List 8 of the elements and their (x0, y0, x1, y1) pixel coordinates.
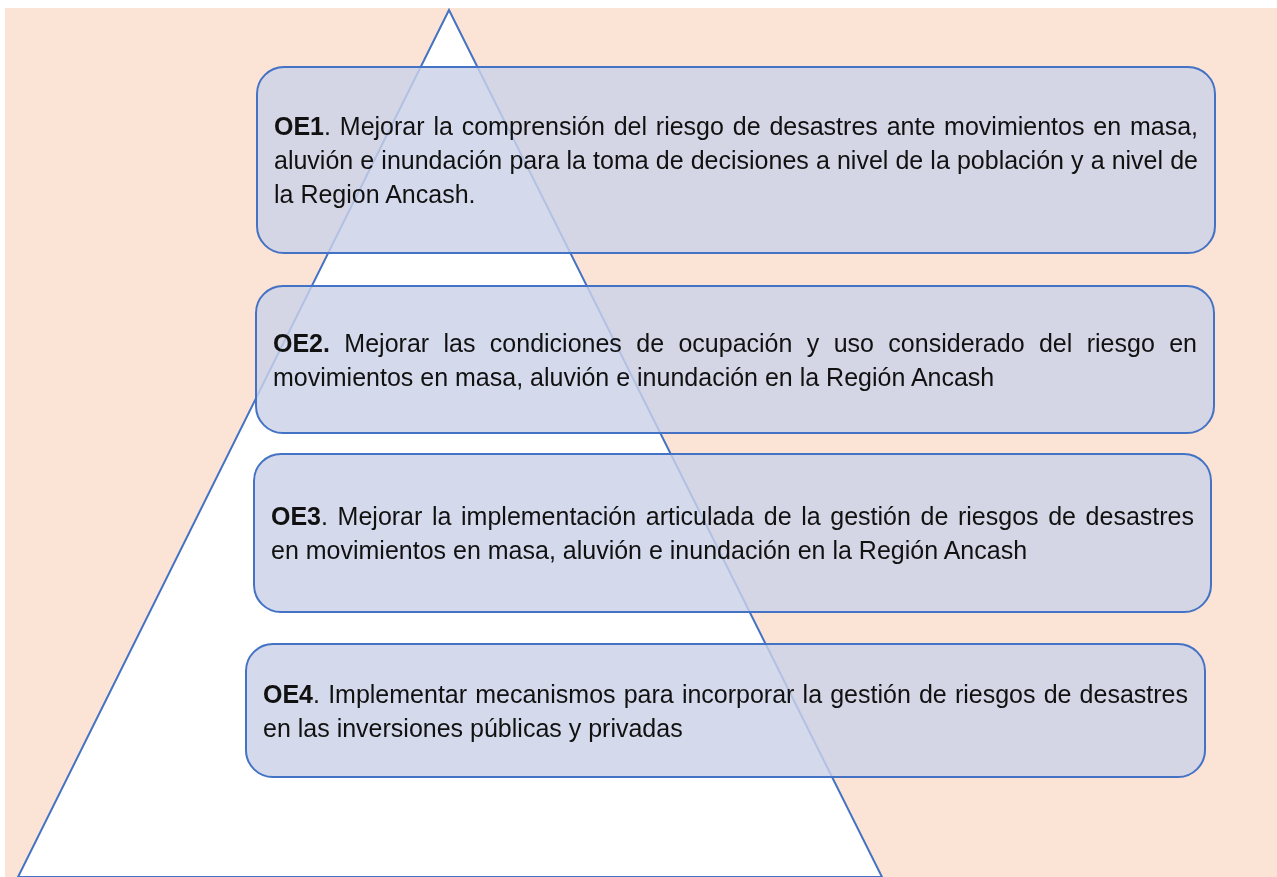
objective-text: OE1. Mejorar la comprensión del riesgo de desastres ante movimientos en masa, aluvión e inundación para la toma de decisiones a nivel de la población y a nivel de la Region Ancash. (274, 111, 1198, 210)
objective-box (255, 285, 1215, 434)
objective-text: OE2. Mejorar las condiciones de ocupación y uso considerado del riesgo en movimientos en masa, aluvión e inundación en la Región Ancash (273, 327, 1197, 393)
objective-box (256, 66, 1216, 254)
objective-box (253, 453, 1212, 613)
objective-text: OE3. Mejorar la implementación articulada de la gestión de riesgos de desastres en movimientos en masa, aluvión e inundación en la Región Ancash (271, 501, 1194, 566)
objective-text: OE4. Implementar mecanismos para incorporar la gestión de riesgos de desastres en las inversiones públicas y privadas (263, 678, 1188, 744)
objective-box (245, 643, 1206, 778)
